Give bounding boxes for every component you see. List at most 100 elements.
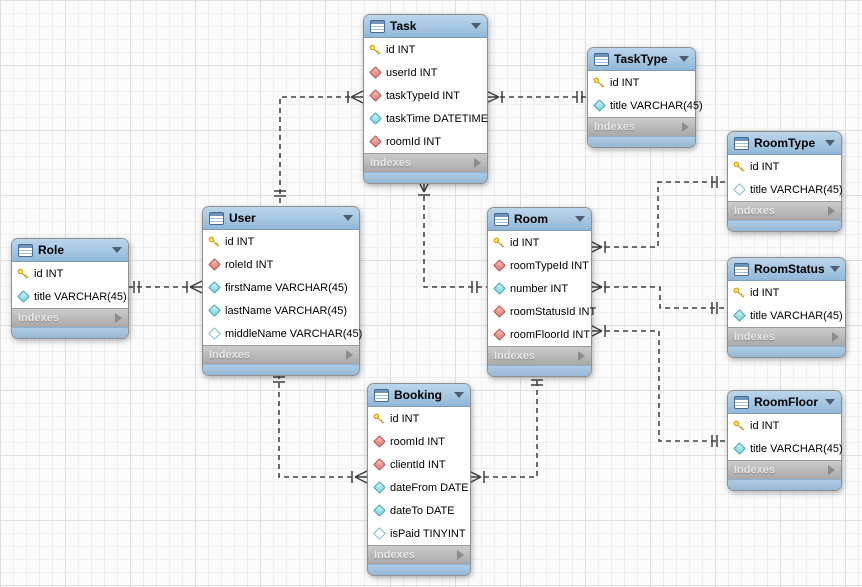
column-row[interactable]: title VARCHAR(45) — [588, 94, 703, 117]
table-room-header[interactable]: Room — [488, 208, 591, 231]
table-task[interactable]: Task id INT userId INT taskTypeId INT ta… — [363, 14, 488, 184]
column-row[interactable]: firstName VARCHAR(45) — [203, 276, 359, 299]
column-row[interactable]: title VARCHAR(45) — [728, 304, 845, 327]
expand-arrow-icon[interactable] — [457, 550, 464, 560]
table-roomfloor[interactable]: RoomFloor id INT title VARCHAR(45) Index… — [727, 390, 843, 491]
column-row[interactable]: dateTo DATE — [368, 499, 470, 522]
indexes-bar[interactable]: Indexes — [728, 327, 845, 346]
column-row[interactable]: id INT — [488, 231, 591, 254]
table-role[interactable]: Role id INT title VARCHAR(45) Indexes — [11, 238, 129, 339]
indexes-bar[interactable]: Indexes — [488, 346, 591, 365]
collapse-arrow-icon[interactable] — [829, 266, 840, 272]
collapse-arrow-icon[interactable] — [825, 140, 835, 146]
relation-room-roomtype[interactable] — [589, 176, 727, 254]
indexes-bar[interactable]: Indexes — [728, 460, 841, 479]
primary-key-icon — [733, 160, 745, 172]
relation-room-roomfloor[interactable] — [589, 324, 727, 447]
column-row[interactable]: lastName VARCHAR(45) — [203, 299, 359, 322]
indexes-bar[interactable]: Indexes — [12, 308, 128, 327]
column-row[interactable]: isPaid TINYINT — [368, 522, 470, 545]
column-row[interactable]: taskTypeId INT — [364, 84, 487, 107]
collapse-arrow-icon[interactable] — [471, 23, 481, 29]
column-row[interactable]: title VARCHAR(45) — [728, 437, 843, 460]
column-diamond-icon — [207, 281, 221, 294]
collapse-arrow-icon[interactable] — [343, 215, 353, 221]
collapse-arrow-icon[interactable] — [575, 216, 585, 222]
table-roomtype-header[interactable]: RoomType — [728, 132, 841, 155]
relation-room-roomstatus[interactable] — [589, 280, 727, 314]
column-row[interactable]: id INT — [12, 262, 128, 285]
column-row[interactable]: roleId INT — [203, 253, 359, 276]
column-diamond-icon — [732, 309, 746, 322]
expand-arrow-icon[interactable] — [832, 332, 839, 342]
column-row[interactable]: title VARCHAR(45) — [12, 285, 128, 308]
indexes-bar[interactable]: Indexes — [203, 345, 359, 364]
expand-arrow-icon[interactable] — [828, 465, 835, 475]
column-row[interactable]: number INT — [488, 277, 591, 300]
relation-booking-room[interactable] — [468, 373, 543, 484]
relation-task-tasktype[interactable] — [485, 90, 587, 104]
table-role-header[interactable]: Role — [12, 239, 128, 262]
column-label: title VARCHAR(45) — [750, 309, 843, 322]
table-roomstatus-header[interactable]: RoomStatus — [728, 258, 845, 281]
relation-user-role[interactable] — [127, 280, 203, 294]
expand-arrow-icon[interactable] — [682, 122, 689, 132]
column-row[interactable]: title VARCHAR(45) — [728, 178, 843, 201]
table-tasktype-header[interactable]: TaskType — [588, 48, 695, 71]
column-label: number INT — [510, 282, 569, 295]
column-row[interactable]: dateFrom DATE — [368, 476, 470, 499]
column-row[interactable]: roomId INT — [368, 430, 470, 453]
column-row[interactable]: id INT — [364, 38, 487, 61]
collapse-arrow-icon[interactable] — [454, 392, 464, 398]
column-row[interactable]: roomFloorId INT — [488, 323, 591, 346]
table-roomtype[interactable]: RoomType id INT title VARCHAR(45) Indexe… — [727, 131, 843, 232]
table-room[interactable]: Room id INT roomTypeId INT number INT ro… — [487, 207, 596, 377]
expand-arrow-icon[interactable] — [828, 206, 835, 216]
relation-task-room[interactable] — [417, 179, 487, 293]
table-roomstatus[interactable]: RoomStatus id INT title VARCHAR(45) Inde… — [727, 257, 846, 358]
column-row[interactable]: clientId INT — [368, 453, 470, 476]
column-row[interactable]: id INT — [368, 407, 470, 430]
table-booking[interactable]: Booking id INT roomId INT clientId INT d… — [367, 383, 471, 576]
table-user[interactable]: User id INT roleId INT firstName VARCHAR… — [202, 206, 362, 376]
fk-diamond-icon — [368, 89, 382, 102]
column-row[interactable]: id INT — [728, 414, 841, 437]
indexes-bar[interactable]: Indexes — [364, 153, 487, 172]
table-footer — [588, 136, 695, 147]
indexes-label: Indexes — [209, 349, 250, 361]
column-row[interactable]: userId INT — [364, 61, 487, 84]
column-label: firstName VARCHAR(45) — [225, 281, 348, 294]
table-user-header[interactable]: User — [203, 207, 359, 230]
expand-arrow-icon[interactable] — [578, 351, 585, 361]
indexes-bar[interactable]: Indexes — [368, 545, 470, 564]
table-task-header[interactable]: Task — [364, 15, 487, 38]
column-row[interactable]: id INT — [203, 230, 359, 253]
expand-arrow-icon[interactable] — [115, 313, 122, 323]
table-footer — [488, 365, 591, 376]
column-row[interactable]: roomTypeId INT — [488, 254, 591, 277]
column-row[interactable]: roomStatusId INT — [488, 300, 596, 323]
column-row[interactable]: taskTime DATETIME — [364, 107, 488, 130]
column-row[interactable]: id INT — [728, 155, 841, 178]
table-booking-header[interactable]: Booking — [368, 384, 470, 407]
relation-task-user[interactable] — [274, 90, 364, 205]
expand-arrow-icon[interactable] — [346, 350, 353, 360]
column-row[interactable]: middleName VARCHAR(45) — [203, 322, 362, 345]
column-row[interactable]: id INT — [588, 71, 695, 94]
table-grid-icon — [18, 243, 33, 257]
table-tasktype[interactable]: TaskType id INT title VARCHAR(45) Indexe… — [587, 47, 703, 148]
expand-arrow-icon[interactable] — [474, 158, 481, 168]
relation-booking-user[interactable] — [273, 372, 368, 484]
column-row[interactable]: id INT — [728, 281, 845, 304]
table-name: Role — [38, 243, 65, 257]
collapse-arrow-icon[interactable] — [825, 399, 835, 405]
indexes-label: Indexes — [370, 157, 411, 169]
indexes-bar[interactable]: Indexes — [588, 117, 695, 136]
table-roomfloor-header[interactable]: RoomFloor — [728, 391, 841, 414]
column-row[interactable]: roomId INT — [364, 130, 487, 153]
collapse-arrow-icon[interactable] — [112, 247, 122, 253]
primary-key-icon — [733, 286, 745, 298]
indexes-bar[interactable]: Indexes — [728, 201, 841, 220]
collapse-arrow-icon[interactable] — [679, 56, 689, 62]
